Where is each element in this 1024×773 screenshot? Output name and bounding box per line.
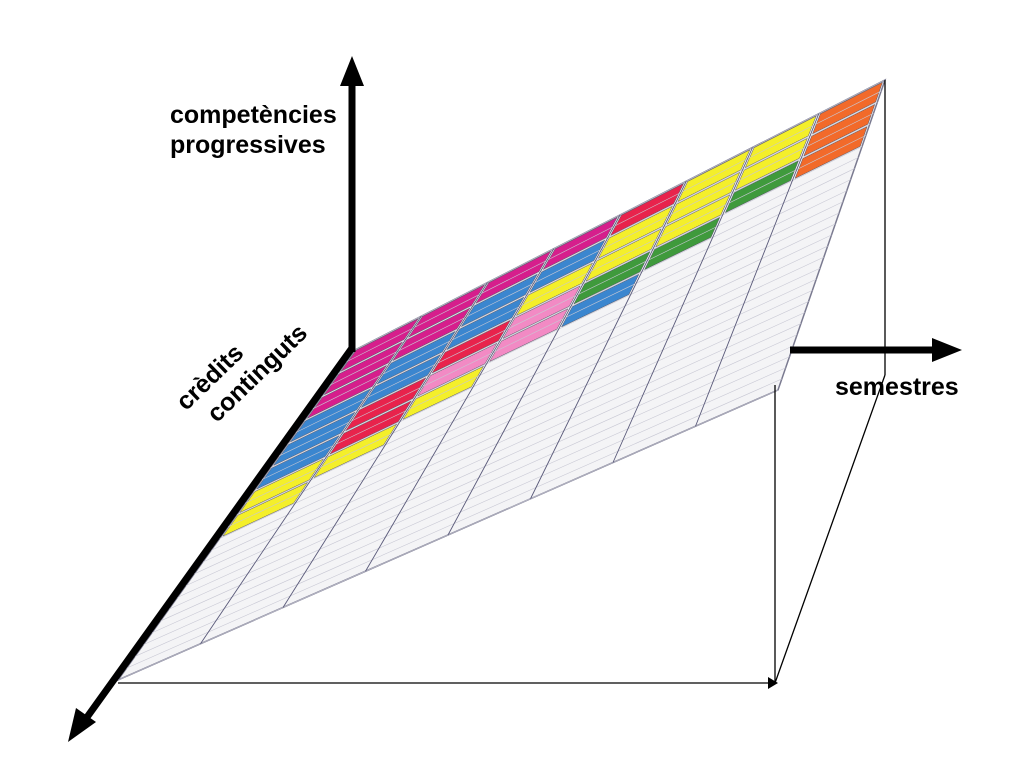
sheet-column-line: [200, 315, 422, 645]
vertical-axis-label-line1: competències: [170, 101, 337, 129]
sheet-column-line: [365, 248, 555, 572]
sheet-column-line: [612, 147, 753, 463]
right-diagonal-line: [774, 374, 886, 684]
semesters-axis-label: semestres: [835, 373, 959, 401]
sheet-column-line: [282, 282, 488, 608]
depth-axis: [82, 345, 355, 723]
curriculum-grid-lines: [117, 79, 886, 681]
base-line-arrow-icon: [768, 677, 778, 689]
vertical-axis-arrow-icon: [340, 56, 364, 86]
depth-axis-arrow-icon: [68, 708, 96, 742]
sheet-column-line: [447, 214, 621, 536]
vertical-axis-label: competències progressives: [170, 100, 337, 160]
semesters-axis-arrow-icon: [932, 338, 962, 362]
vertical-axis-label-line2: progressives: [170, 131, 326, 159]
sheet-column-line: [695, 113, 820, 427]
sheet-column-line: [530, 181, 687, 499]
